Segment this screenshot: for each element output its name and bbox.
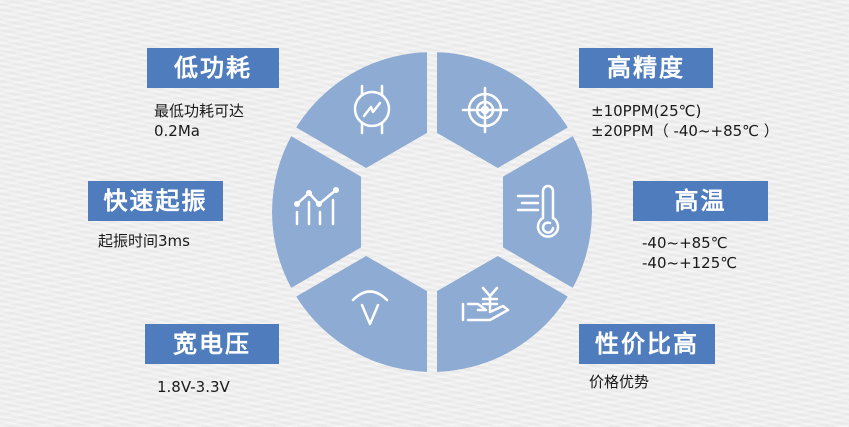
feature-desc-line: 0.2Ma — [154, 122, 200, 140]
feature-title-high-precision: 高精度 — [579, 48, 713, 88]
feature-desc-line: 最低功耗可达 — [154, 102, 245, 120]
feature-desc-line: -40~+85℃ — [642, 234, 728, 252]
feature-desc-fast-startup: 起振时间3ms — [98, 231, 190, 251]
feature-desc-line: 1.8V-3.3V — [157, 378, 230, 396]
feature-title-fast-startup: 快速起振 — [88, 181, 223, 221]
feature-title-cost-effective: 性价比高 — [579, 324, 715, 364]
feature-desc-line: 价格优势 — [589, 373, 650, 391]
target-icon — [461, 86, 509, 134]
voltage-v-icon — [351, 290, 389, 326]
feature-desc-line: ±10PPM(25℃) — [591, 102, 702, 120]
feature-desc-line: -40~+125℃ — [642, 254, 738, 272]
thermometer-icon — [516, 184, 560, 238]
feature-title-low-power: 低功耗 — [147, 48, 279, 88]
feature-title-wide-voltage: 宽电压 — [145, 324, 279, 364]
feature-desc-high-temp: -40~+85℃ -40~+125℃ — [642, 233, 737, 273]
feature-desc-line: ±20PPM（ -40~+85℃ ） — [591, 122, 779, 140]
feature-title-high-temp: 高温 — [633, 181, 768, 221]
feature-desc-high-precision: ±10PPM(25℃) ±20PPM（ -40~+85℃ ） — [591, 101, 779, 141]
feature-desc-line: 起振时间3ms — [98, 232, 190, 250]
yen-hand-icon — [461, 286, 510, 322]
watch-icon — [353, 84, 391, 135]
feature-desc-low-power: 最低功耗可达 0.2Ma — [154, 101, 244, 141]
feature-desc-wide-voltage: 1.8V-3.3V — [157, 377, 230, 397]
trend-chart-icon — [293, 186, 340, 226]
ring-segments — [272, 52, 592, 372]
feature-desc-cost-effective: 价格优势 — [589, 372, 649, 392]
